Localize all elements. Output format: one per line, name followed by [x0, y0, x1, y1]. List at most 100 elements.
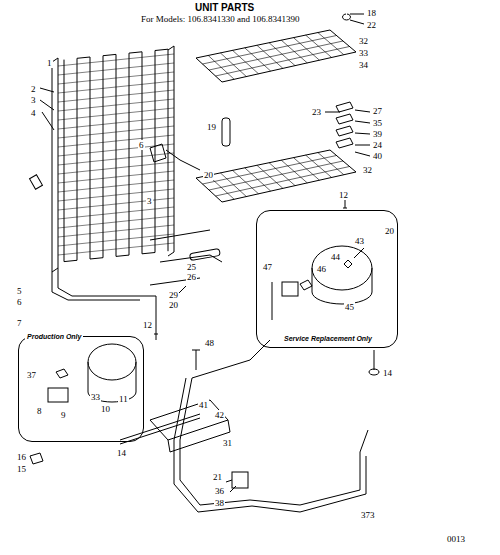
callout-number: 12 — [338, 190, 349, 200]
callout-number: 32 — [358, 36, 369, 46]
coil-wire — [58, 108, 174, 120]
leader-line — [226, 480, 236, 492]
callout-number: 22 — [366, 20, 377, 30]
coil-wire — [58, 162, 174, 174]
callout-number: 3 — [30, 95, 37, 105]
callout-number: 38 — [214, 498, 225, 508]
callout-number: 20 — [168, 300, 179, 310]
group-outline: Service Replacement Only — [256, 210, 398, 348]
clip — [30, 453, 43, 464]
callout-number: 33 — [358, 48, 369, 58]
callout-number: 6 — [138, 140, 145, 150]
coil-wire — [58, 189, 174, 201]
coil-wire — [58, 153, 174, 165]
callout-number: 23 — [311, 107, 322, 117]
condenser-coil — [58, 49, 174, 261]
callout-number: 20 — [203, 170, 214, 180]
coil-wire — [58, 99, 174, 111]
mount — [154, 320, 158, 340]
callout-number: 3 — [146, 196, 153, 206]
shelf-wire — [216, 167, 350, 197]
coil-wire — [58, 243, 174, 255]
tube — [120, 414, 200, 444]
coil-wire — [58, 216, 174, 228]
callout-number: 0013 — [446, 534, 466, 544]
coil-wire — [58, 234, 174, 246]
callout-number: 40 — [372, 151, 383, 161]
shelf-frame — [196, 30, 356, 82]
shelf-frame — [196, 150, 356, 202]
coil-wire — [58, 225, 174, 237]
callout-number: 14 — [116, 448, 127, 458]
compressor — [88, 344, 136, 380]
shelf-wire — [203, 156, 337, 185]
callout-number: 43 — [354, 236, 365, 246]
callout-number: 26 — [186, 272, 197, 282]
shelf-wire — [209, 161, 343, 190]
mount — [343, 200, 374, 370]
callout-number: 12 — [142, 320, 153, 330]
shelf-wire — [203, 36, 337, 65]
callout-number: 6 — [16, 297, 23, 307]
callout-number: 27 — [372, 106, 383, 116]
spacer — [222, 118, 230, 146]
condenser-side — [52, 58, 58, 272]
callout-number: 18 — [366, 8, 377, 18]
callout-number: 35 — [372, 118, 383, 128]
relay — [48, 388, 68, 402]
callout-number: 5 — [16, 286, 23, 296]
callout-number: 34 — [358, 60, 369, 70]
callout-number: 24 — [372, 140, 383, 150]
callout-number: 1 — [46, 58, 53, 68]
drier — [190, 248, 221, 260]
callout-number: 32 — [362, 165, 373, 175]
coil-wire — [58, 81, 174, 93]
group-label: Production Only — [25, 333, 83, 341]
callout-number: 37 — [26, 370, 37, 380]
title: UNIT PARTS — [195, 2, 254, 13]
coil-wire — [58, 135, 174, 147]
callout-number: 16 — [16, 452, 27, 462]
callout-number: 29 — [168, 290, 179, 300]
callout-number: 44 — [330, 252, 341, 262]
overload — [56, 369, 68, 378]
group-outline: Production Only — [18, 336, 144, 442]
callout-number: 14 — [382, 368, 393, 378]
callout-number: 10 — [100, 404, 111, 414]
callout-number: 45 — [344, 302, 355, 312]
coil-wire — [58, 117, 174, 129]
coil-wire — [58, 126, 174, 138]
callout-number: 15 — [16, 464, 27, 474]
callout-number: 48 — [204, 338, 215, 348]
tube — [150, 230, 222, 296]
coil-wire — [58, 63, 174, 75]
callout-number: 7 — [16, 318, 23, 328]
callout-number: 9 — [60, 410, 67, 420]
screw — [192, 350, 200, 370]
callout-number: 39 — [372, 129, 383, 139]
callout-number: 19 — [206, 122, 217, 132]
compressor — [312, 246, 372, 290]
evaporator-shelves — [196, 30, 356, 202]
callout-number: 33 — [90, 392, 101, 402]
leader-line — [40, 88, 54, 130]
callout-number: 25 — [186, 262, 197, 272]
overload — [272, 280, 312, 320]
callout-number: 41 — [198, 400, 209, 410]
leader-line — [325, 110, 370, 156]
callout-number: 42 — [214, 410, 225, 420]
coil-wire — [58, 54, 174, 66]
group-label: Service Replacement Only — [282, 335, 374, 343]
coil-wire — [58, 198, 174, 210]
callout-number: 20 — [384, 226, 395, 236]
callout-number: 11 — [118, 394, 129, 404]
screw — [343, 14, 365, 24]
coil-wire — [58, 171, 174, 183]
relay — [282, 282, 298, 296]
callout-number: 46 — [316, 264, 327, 274]
tube — [180, 340, 368, 505]
callout-number: 31 — [222, 438, 233, 448]
callout-number: 2 — [30, 84, 37, 94]
model-note: For Models: 106.8341330 and 106.8341390 — [140, 14, 301, 24]
